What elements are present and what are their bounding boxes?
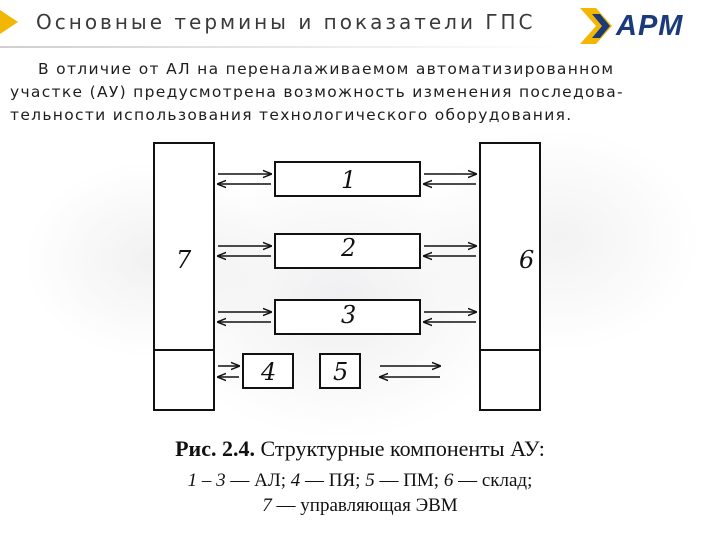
logo-text: АРМ bbox=[616, 10, 684, 42]
caption-part: — управляющая ЭВМ bbox=[271, 495, 458, 516]
label-block-4: 4 bbox=[260, 358, 276, 386]
label-block-2: 2 bbox=[340, 234, 356, 262]
label-block-7: 7 bbox=[176, 246, 192, 274]
header-arrow-icon bbox=[0, 10, 18, 34]
logo-mark-icon bbox=[580, 8, 612, 44]
caption-part: 1 – 3 bbox=[187, 470, 226, 491]
block-4 bbox=[242, 353, 294, 389]
caption-part: 6 bbox=[443, 470, 454, 491]
figure-caption-title: Рис. 2.4. Структурные компоненты АУ: bbox=[0, 436, 720, 462]
block-5 bbox=[319, 353, 361, 389]
block-7-control-computer bbox=[153, 142, 215, 411]
block-6-warehouse bbox=[479, 142, 541, 411]
label-block-6: 6 bbox=[519, 246, 534, 274]
caption-part: 5 bbox=[365, 470, 375, 491]
slide-header: Основные термины и показатели ГПС АРМ bbox=[0, 0, 720, 52]
label-block-3: 3 bbox=[341, 301, 356, 329]
intro-line: В отличие от АЛ на переналаживаемом авто… bbox=[38, 60, 615, 78]
caption-legend-line-2: 7 — управляющая ЭВМ bbox=[0, 495, 720, 517]
caption-part: — ПМ; bbox=[374, 470, 444, 491]
caption-figure-number: Рис. 2.4. bbox=[175, 436, 255, 461]
caption-part: — АЛ; bbox=[225, 470, 291, 491]
block-1 bbox=[274, 161, 421, 197]
caption-part: 4 bbox=[290, 470, 301, 491]
caption-legend-line-1: 1 – 3 — АЛ; 4 — ПЯ; 5 — ПМ; 6 — склад; bbox=[0, 470, 720, 492]
block-2 bbox=[274, 233, 421, 269]
caption-part: — ПЯ; bbox=[300, 470, 366, 491]
apm-logo: АРМ bbox=[578, 6, 714, 46]
caption-part: 7 bbox=[262, 495, 272, 516]
label-block-1: 1 bbox=[341, 166, 356, 194]
label-block-5: 5 bbox=[333, 358, 348, 386]
intro-line: участке (АУ) предусмотрена возможность и… bbox=[10, 83, 624, 101]
header-divider bbox=[0, 46, 560, 48]
intro-line: тельности использования технологического… bbox=[10, 106, 573, 124]
caption-title-text: Структурные компоненты АУ: bbox=[260, 436, 545, 461]
structure-diagram: 1 2 3 4 5 6 7 bbox=[153, 142, 541, 411]
intro-paragraph: В отличие от АЛ на переналаживаемом авто… bbox=[10, 58, 710, 127]
block-3 bbox=[274, 299, 421, 335]
caption-part: — склад; bbox=[453, 470, 533, 491]
slide-title: Основные термины и показатели ГПС bbox=[36, 10, 536, 34]
